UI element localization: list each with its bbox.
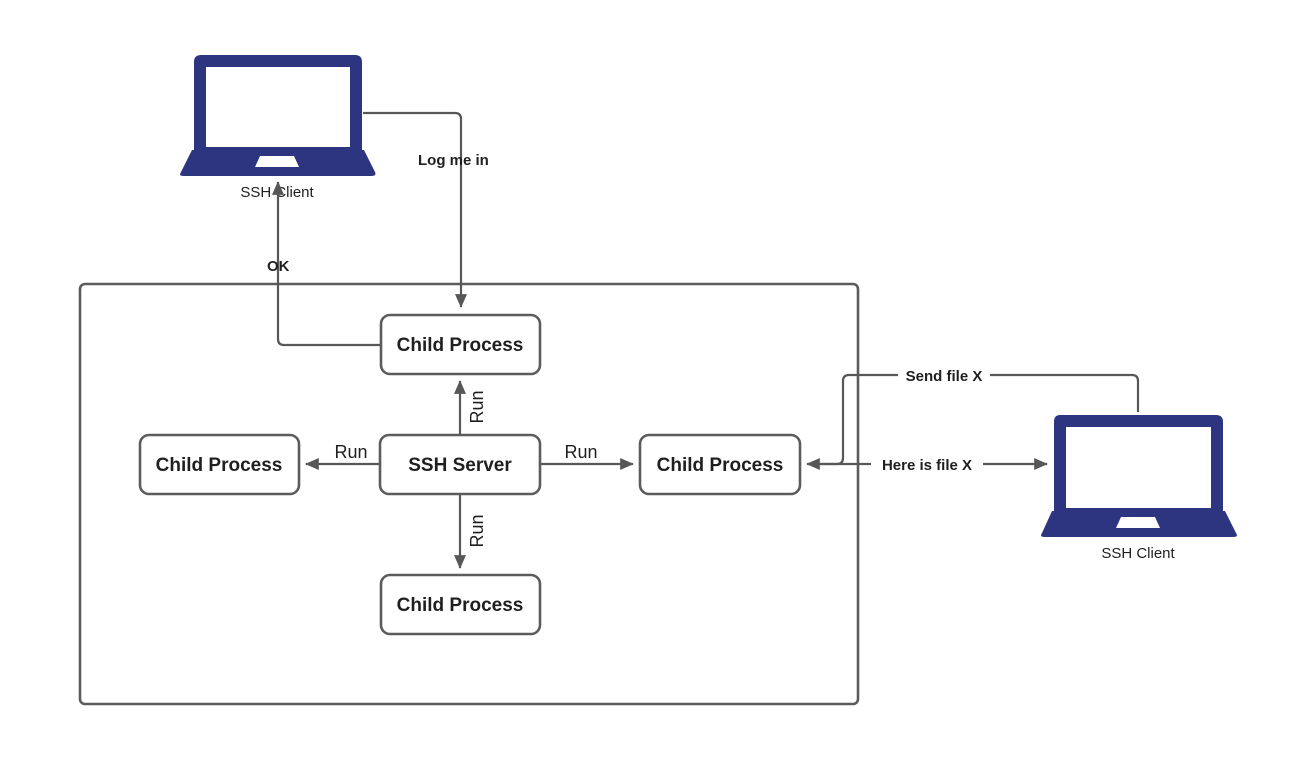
edge-label-log-me-in: Log me in xyxy=(418,152,489,169)
edge-run-right: Run xyxy=(540,440,634,471)
laptop-notch-icon xyxy=(255,156,299,167)
edge-here-is-file-x: Here is file X xyxy=(806,453,1048,475)
laptop-notch-icon xyxy=(1116,517,1160,528)
device-label-ssh-client-right: SSH Client xyxy=(1101,545,1175,562)
node-child-left[interactable]: Child Process xyxy=(138,433,301,496)
edge-label-here-is-file-x: Here is file X xyxy=(882,457,972,474)
edge-run-up: Run xyxy=(453,380,487,435)
edge-log-me-in: Log me in xyxy=(363,111,489,308)
edge-label-send-file-x: Send file X xyxy=(906,368,983,385)
node-child-bottom-box[interactable] xyxy=(379,573,542,636)
edge-label-run-up: Run xyxy=(467,390,487,423)
edge-ok: OK xyxy=(267,181,381,347)
node-child-bottom[interactable]: Child Process xyxy=(379,573,542,636)
edge-run-down: Run xyxy=(453,494,487,569)
node-child-right-box[interactable] xyxy=(638,433,802,496)
edge-label-here-is-file-x-bg xyxy=(871,453,983,475)
edge-label-ok: OK xyxy=(267,258,290,275)
node-child-bottom-label: Child Process xyxy=(397,595,524,616)
node-child-left-box[interactable] xyxy=(138,433,301,496)
edge-label-run-left-bg xyxy=(330,440,374,462)
server-host-boundary xyxy=(78,282,860,706)
edge-run-left: Run xyxy=(305,440,380,471)
node-ssh-server-label: SSH Server xyxy=(408,455,512,476)
node-ssh-server-box[interactable] xyxy=(378,433,542,496)
laptop-screen-inner xyxy=(1066,427,1211,508)
edge-ok-path xyxy=(271,181,381,347)
edge-label-run-right: Run xyxy=(564,442,597,462)
edge-label-run-left: Run xyxy=(334,442,367,462)
edge-label-run-right-bg xyxy=(558,440,604,462)
ssh-client-laptop-top-left: SSH Client xyxy=(180,55,376,201)
edge-label-run-down: Run xyxy=(467,514,487,547)
node-child-top-label: Child Process xyxy=(397,335,524,356)
node-ssh-server[interactable]: SSH Server xyxy=(378,433,542,496)
node-child-right-label: Child Process xyxy=(657,455,784,476)
node-child-top[interactable]: Child Process xyxy=(379,313,542,376)
node-child-right[interactable]: Child Process xyxy=(638,433,802,496)
edge-label-send-file-x-bg xyxy=(898,364,990,386)
ssh-client-laptop-right: SSH Client xyxy=(1041,415,1237,562)
node-child-top-box[interactable] xyxy=(379,313,542,376)
edge-log-me-in-path xyxy=(363,111,468,308)
laptop-screen-inner xyxy=(206,67,350,147)
node-child-left-label: Child Process xyxy=(156,455,283,476)
